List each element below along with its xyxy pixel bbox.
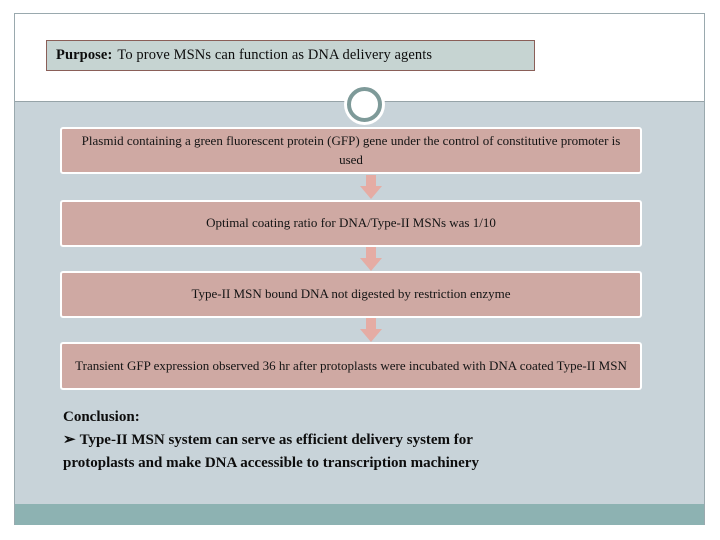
arrowhead-bullet-icon: ➢ bbox=[63, 432, 76, 449]
flow-step-box: Type-II MSN bound DNA not digested by re… bbox=[60, 271, 642, 318]
arrow-stem bbox=[366, 318, 376, 330]
flow-step-box: Transient GFP expression observed 36 hr … bbox=[60, 342, 642, 390]
arrow-head bbox=[360, 186, 382, 199]
down-arrow-icon bbox=[360, 318, 382, 342]
ring-ornament-icon bbox=[347, 87, 382, 122]
purpose-text: To prove MSNs can function as DNA delive… bbox=[117, 47, 433, 63]
slide-canvas: Purpose: To prove MSNs can function as D… bbox=[14, 13, 705, 525]
purpose-label: Purpose: bbox=[56, 47, 113, 63]
conclusion-bullet-line: ➢Type-II MSN system can serve as efficie… bbox=[63, 429, 653, 451]
flow-step-text: Optimal coating ratio for DNA/Type-II MS… bbox=[206, 215, 496, 231]
flow-step-text: Type-II MSN bound DNA not digested by re… bbox=[191, 286, 511, 302]
down-arrow-icon bbox=[360, 247, 382, 271]
flow-step-box: Optimal coating ratio for DNA/Type-II MS… bbox=[60, 200, 642, 247]
down-arrow-icon bbox=[360, 175, 382, 199]
flow-step-text: Plasmid containing a green fluorescent p… bbox=[81, 132, 621, 167]
footer-accent-bar bbox=[15, 504, 704, 525]
arrow-head bbox=[360, 258, 382, 271]
arrow-head bbox=[360, 329, 382, 342]
flow-step-box: Plasmid containing a green fluorescent p… bbox=[60, 127, 642, 174]
conclusion-heading: Conclusion: bbox=[63, 409, 140, 425]
purpose-title-box: Purpose: To prove MSNs can function as D… bbox=[46, 40, 535, 71]
arrow-stem bbox=[366, 175, 376, 187]
conclusion-line-2-row: protoplasts and make DNA accessible to t… bbox=[63, 452, 653, 474]
conclusion-line-1: Type-II MSN system can serve as efficien… bbox=[79, 432, 473, 449]
flow-step-text: Transient GFP expression observed 36 hr … bbox=[75, 357, 627, 373]
conclusion-line-2: protoplasts and make DNA accessible to t… bbox=[63, 455, 479, 472]
conclusion-block: Conclusion: ➢Type-II MSN system can serv… bbox=[63, 406, 653, 475]
slide-header-band: Purpose: To prove MSNs can function as D… bbox=[15, 14, 704, 101]
arrow-stem bbox=[366, 247, 376, 259]
